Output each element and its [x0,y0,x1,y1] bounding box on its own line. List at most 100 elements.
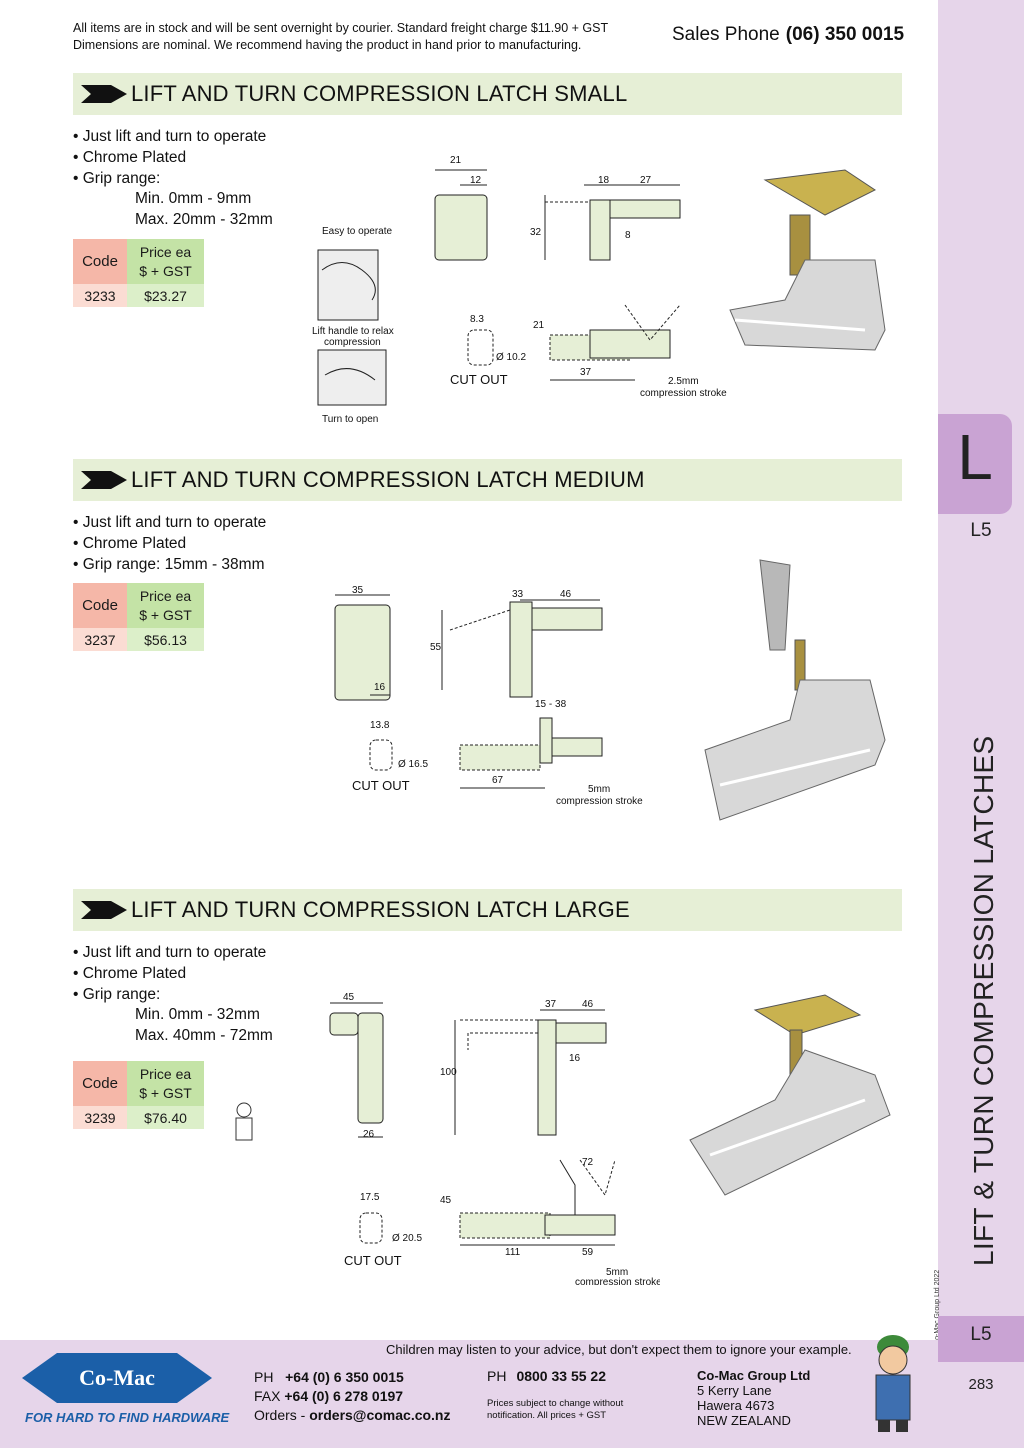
product-code: 3233 [73,284,127,307]
feature-item: • Just lift and turn to operate [73,128,267,145]
product-price: $56.13 [127,628,204,651]
feature-item: • Grip range: 15mm - 38mm [73,555,265,573]
feature-item: • Grip range: [73,169,161,187]
price-header-line-2: $ + GST [139,606,192,623]
sales-phone-label: Sales Phone [672,24,780,45]
cut-out-label: CUT OUT [344,1253,402,1268]
section-arrow-icon [81,901,127,919]
dim-45: 45 [343,992,355,1003]
hand-turn-illustration [317,349,387,406]
product-price: $76.40 [127,1106,204,1129]
diagram-medium: 35 16 33 46 55 13.8 Ø 16.5 15 - 38 67 CU… [334,585,643,807]
label-easy-to-operate: Easy to operate [322,226,392,237]
stroke-label: compression stroke [556,796,643,807]
company-address: Co-Mac Group Ltd 5 Kerry Lane Hawera 467… [697,1368,810,1428]
product-code: 3239 [73,1106,127,1129]
stroke-label: compression stroke [575,1277,660,1285]
feature-list-medium: • Just lift and turn to operate • Chrome… [73,513,266,575]
price-table-large: Code Price ea$ + GST 3239 $76.40 [73,1061,204,1129]
dim-21-b: 21 [533,320,545,331]
dim-26: 26 [363,1129,375,1140]
code-header: Code [73,583,127,628]
price-header-line-1: Price ea [139,587,192,604]
dim-46: 46 [560,589,572,600]
prices-note-line-1: Prices subject to change without [487,1398,624,1409]
dim-27: 27 [640,175,652,186]
stock-notice-line-2: Dimensions are nominal. We recommend hav… [73,38,582,52]
feature-item: • Just lift and turn to operate [73,514,267,531]
comac-logo: Co-Mac [22,1353,212,1403]
address-line-2: Hawera 4673 [697,1398,775,1413]
ph-number[interactable]: +64 (0) 6 350 0015 [285,1369,404,1385]
fax-label: FAX [254,1388,281,1404]
dim-18: 18 [598,175,610,186]
vertical-category-title: LIFT & TURN COMPRESSION LATCHES [968,735,999,1267]
section-title-small: LIFT AND TURN COMPRESSION LATCH SMALL [131,81,628,106]
category-tab [938,414,1012,514]
grip-max: Max. 40mm - 72mm [135,1027,273,1045]
orders-label: Orders - [254,1407,306,1423]
stroke-value: 5mm [606,1267,628,1278]
dim-diameter: Ø 10.2 [496,352,526,363]
dim-45-b: 45 [440,1195,452,1206]
dim-17-5: 17.5 [360,1192,380,1203]
category-letter: L [957,421,993,493]
sales-phone: Sales Phone(06) 350 0015 [672,24,904,46]
price-table-medium: Code Price ea $ + GST 3237 $56.13 [73,583,204,651]
stroke-value: 2.5mm [668,376,699,387]
section-arrow-icon [81,85,127,103]
section-header-large: LIFT AND TURN COMPRESSION LATCH LARGE [73,889,902,931]
sales-phone-number[interactable]: (06) 350 0015 [785,24,905,45]
feature-item: • Chrome Plated [73,534,187,552]
address-line-3: NEW ZEALAND [697,1413,791,1428]
hand-lift-illustration [317,249,379,321]
dim-diameter: Ø 20.5 [392,1233,422,1244]
product-code: 3237 [73,628,127,651]
company-name: Co-Mac Group Ltd [697,1368,811,1383]
label-compression: compression [324,337,381,348]
product-photo-large [689,994,891,1196]
footer-tagline: Children may listen to your advice, but … [386,1342,852,1357]
feature-item: • Grip range: [73,985,161,1003]
price-header: Price ea$ + GST [127,239,204,284]
dim-13-8: 13.8 [370,720,390,731]
page-number: 283 [968,1376,994,1393]
dim-8-3: 8.3 [470,314,484,325]
product-price: $23.27 [127,284,204,307]
price-header-line-1: Price ea [139,1065,192,1082]
dim-67: 67 [492,775,504,786]
diagram-large: 45 26 37 46 16 100 17.5 Ø 20.5 45 72 111… [329,992,660,1285]
footer-category-code: L5 [970,1324,992,1345]
dim-grip: 15 - 38 [535,699,567,710]
address-line-1: 5 Kerry Lane [697,1383,772,1398]
dim-33: 33 [512,589,524,600]
dim-46: 46 [582,999,594,1010]
dim-111: 111 [505,1247,521,1258]
ph2-number[interactable]: 0800 33 55 22 [516,1368,606,1384]
dim-72: 72 [582,1157,594,1168]
dim-12: 12 [470,175,482,186]
feature-item: • Chrome Plated [73,148,187,166]
section-header-small: LIFT AND TURN COMPRESSION LATCH SMALL [73,73,902,115]
logo-tagline: FOR HARD TO FIND HARDWARE [25,1410,230,1425]
mascot-small-icon [235,1102,253,1141]
category-code: L5 [970,520,992,541]
grip-min: Min. 0mm - 9mm [135,190,252,208]
contact-block: PH +64 (0) 6 350 0015 FAX +64 (0) 6 278 … [254,1368,451,1425]
stock-notice: All items are in stock and will be sent … [73,20,608,54]
grip-max: Max. 20mm - 32mm [135,211,273,229]
label-turn-to-open: Turn to open [322,414,378,425]
sidebar [938,0,1024,1448]
footer-tab [938,1316,1024,1362]
section-title-large: LIFT AND TURN COMPRESSION LATCH LARGE [131,897,630,922]
dim-37: 37 [580,367,592,378]
prices-note-line-2: notification. All prices + GST [487,1410,607,1421]
orders-email[interactable]: orders@comac.co.nz [309,1407,451,1423]
fax-number: +64 (0) 6 278 0197 [284,1388,404,1404]
dim-8: 8 [625,230,631,241]
feature-item: • Just lift and turn to operate [73,944,267,961]
cut-out-label: CUT OUT [352,778,410,793]
price-header-line-1: Price ea [139,243,192,260]
grip-min: Min. 0mm - 32mm [135,1006,260,1024]
stroke-label: compression stroke [640,388,727,399]
